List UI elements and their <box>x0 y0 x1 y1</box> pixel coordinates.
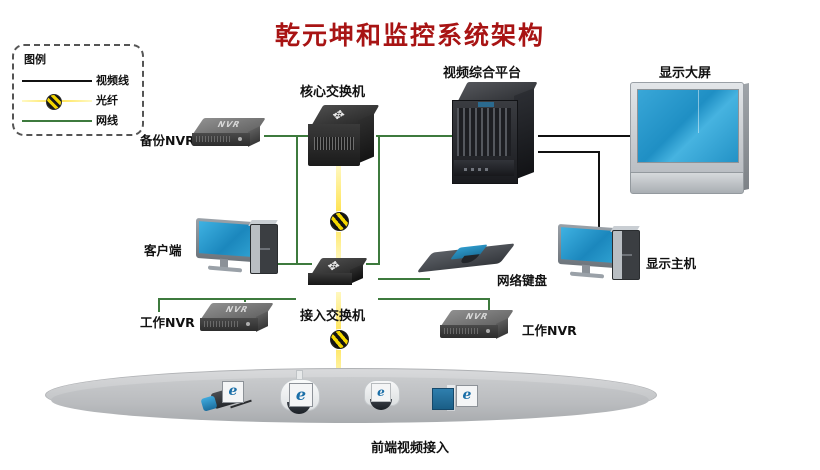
fiber-marker-icon-core-access <box>330 212 349 231</box>
link-video-platform-big-screen <box>538 135 634 137</box>
chassis-leds <box>464 168 492 171</box>
access-switch-device[interactable]: ✥ <box>308 258 370 292</box>
tower-case <box>250 224 278 274</box>
nvr-device-tag: NVR <box>215 120 243 129</box>
ie-badge-icon: e <box>456 385 478 407</box>
nvr-led <box>486 329 490 333</box>
link-video-platform-display-host-h <box>538 151 600 153</box>
screen-base <box>630 172 744 194</box>
legend-label-video: 视频线 <box>96 74 129 87</box>
client-label: 客户端 <box>144 243 182 258</box>
link-video-platform-display-host-v <box>598 151 600 229</box>
link-display-host-lead <box>598 215 600 233</box>
monitor-stand-foot <box>570 271 604 279</box>
link-work-nvr-left-h <box>158 298 296 300</box>
link-work-nvr-right-v <box>488 298 490 312</box>
nvr-led <box>238 137 242 141</box>
link-backup-nvr-core-switch <box>264 135 314 137</box>
platform-surface <box>51 377 649 423</box>
core-switch-label: 核心交换机 <box>300 85 366 100</box>
legend-item-video-line: 视频线 <box>22 74 138 88</box>
bullet-camera[interactable]: e <box>200 381 252 415</box>
monitor-screen <box>561 227 613 263</box>
network-keyboard-label: 网络键盘 <box>497 273 548 288</box>
nvr-vents <box>204 321 238 327</box>
legend-item-fiber-line: 光纤 <box>22 94 138 110</box>
chassis-blade-slots <box>457 108 511 156</box>
nvr-device-tag: NVR <box>463 312 491 321</box>
ie-badge-icon: e <box>222 381 244 403</box>
display-host-label: 显示主机 <box>646 256 697 271</box>
access-switch-label: 接入交换机 <box>300 309 366 324</box>
tower-panel-line <box>260 248 270 250</box>
video-platform-label: 视频综合平台 <box>443 66 522 81</box>
box-camera[interactable]: e <box>432 385 480 415</box>
nvr-vents <box>444 328 478 334</box>
link-right-trunk-vertical <box>378 135 380 263</box>
ptz-dome-camera[interactable]: e <box>278 370 320 418</box>
switch-front-face <box>308 273 352 285</box>
frontend-access-label: 前端视频接入 <box>370 441 449 456</box>
frontend-access-platform <box>45 368 657 432</box>
display-host-workstation[interactable] <box>558 223 654 284</box>
monitor <box>196 217 254 263</box>
network-line-swatch <box>22 120 92 122</box>
work-nvr-right-device[interactable]: NVR <box>440 310 514 344</box>
tower-panel-line <box>622 254 632 256</box>
link-right-trunk-to-access-switch <box>366 263 380 265</box>
chassis-indicator-panel <box>478 102 494 107</box>
legend-item-network-line: 网线 <box>22 114 138 128</box>
fixed-dome-camera[interactable]: e <box>362 380 402 416</box>
nvr-led <box>246 322 250 326</box>
legend-box: 图例 视频线 光纤 网线 <box>12 44 144 136</box>
camera-body <box>432 388 454 410</box>
nvr-device-tag: NVR <box>223 305 251 314</box>
camera-dome <box>370 399 392 410</box>
legend-label-network: 网线 <box>96 114 118 127</box>
link-work-nvr-right-h <box>378 298 490 300</box>
work-nvr-left-device[interactable]: NVR <box>200 303 274 337</box>
link-work-nvr-left-node <box>244 300 246 302</box>
client-workstation[interactable] <box>196 217 292 278</box>
screen-bezel <box>630 82 744 176</box>
backup-nvr-device[interactable]: NVR <box>192 118 266 152</box>
big-screen-label: 显示大屏 <box>659 66 712 81</box>
legend-label-fiber: 光纤 <box>96 94 118 107</box>
link-work-nvr-left-v <box>158 298 160 312</box>
monitor-stand-foot <box>208 265 242 273</box>
work-nvr-right-label: 工作NVR <box>522 323 577 338</box>
link-left-trunk-vertical <box>296 135 298 265</box>
ie-badge-icon: e <box>371 383 391 402</box>
core-switch-device[interactable]: ✥ <box>308 105 384 169</box>
switch-port-array <box>314 137 354 150</box>
switch-side-face <box>358 113 374 164</box>
link-network-keyboard-h <box>378 278 430 280</box>
video-platform-device[interactable] <box>452 82 544 190</box>
screen-surface <box>637 89 739 163</box>
page-title: 乾元坤和监控系统架构 <box>274 21 545 50</box>
video-line-swatch <box>22 80 92 82</box>
ie-badge-icon: e <box>289 383 313 407</box>
fiber-marker-icon <box>46 94 62 110</box>
monitor <box>558 223 616 269</box>
legend-title: 图例 <box>24 53 46 66</box>
backup-nvr-label: 备份NVR <box>140 133 195 148</box>
monitor-screen <box>199 221 251 257</box>
fiber-marker-icon-access-frontend <box>330 330 349 349</box>
link-core-switch-video-platform <box>376 135 456 137</box>
link-left-trunk-to-access-switch <box>296 263 312 265</box>
big-screen-device[interactable] <box>630 82 752 194</box>
work-nvr-left-label: 工作NVR <box>140 315 195 330</box>
nvr-vents <box>196 136 230 142</box>
